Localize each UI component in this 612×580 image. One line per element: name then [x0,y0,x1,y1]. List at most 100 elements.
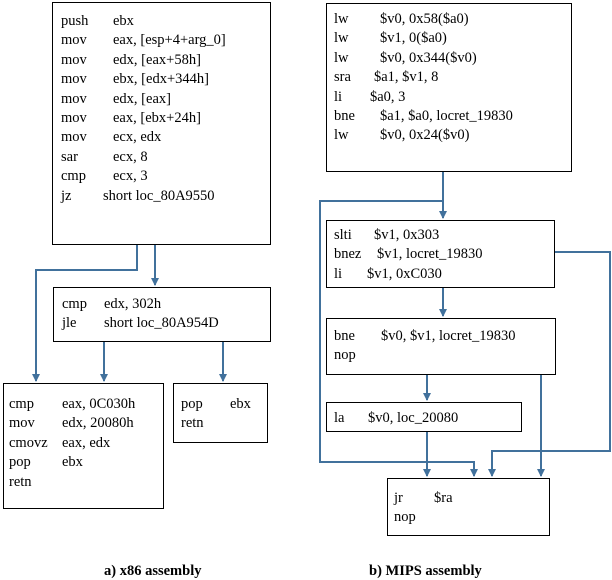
operands: $v0, 0x24($v0) [380,127,470,144]
code-line: mov ebx, [edx+344h] [61,70,270,89]
operands: $v0, 0x344($v0) [380,49,477,66]
mnemonic: nop [394,509,416,526]
mnemonic: retn [181,415,204,432]
mnemonic: pop [9,454,31,471]
code-line: bne$v0, $v1, locret_19830 [334,327,555,346]
code-line: lw $v0, 0x344($v0) [334,49,571,68]
x86-block-4: pop ebx retn [173,383,268,443]
mips-edge-b2-to-b5 [488,251,611,477]
code-line: li $v1, 0xC030 [334,265,554,284]
mnemonic: lw [334,49,349,66]
operands: ebx [62,454,83,471]
mnemonic: mov [61,71,87,88]
mips-block-5: jr$ra nop [387,478,550,536]
code-line: bnez $v1, locret_19830 [334,245,554,264]
operands: edx, 20080h [62,415,134,432]
mnemonic: lw [334,30,349,47]
operands: $a1, $v1, 8 [374,69,439,86]
mips-block-2: slti $v1, 0x303 bnez $v1, locret_19830 li $… [326,220,555,288]
code-line: la $v0, loc_20080 [334,409,521,428]
operands: ecx, 3 [113,168,148,185]
mnemonic: nop [334,347,356,364]
mnemonic: sra [334,69,351,86]
code-line: sra $a1, $v1, 8 [334,68,571,87]
mnemonic: mov [9,415,35,432]
caption-mips: b) MIPS assembly [369,563,482,579]
code-line: retn [181,414,267,433]
operands: $a1, $a0, locret_19830 [380,107,513,124]
operands: edx, [eax] [113,90,171,107]
caption-x86: a) x86 assembly [104,563,202,579]
mnemonic: mov [61,51,87,68]
operands: eax, [esp+4+arg_0] [113,32,226,49]
mnemonic: bne [334,328,355,344]
code-line: bne $a1, $a0, locret_19830 [334,107,571,126]
code-line: cmp ecx, 3 [61,167,270,186]
operands: edx, [eax+58h] [113,51,201,68]
mnemonic: jz [61,187,72,204]
operands: ecx, edx [113,129,162,146]
mnemonic: cmovz [9,434,48,451]
mnemonic: cmp [61,168,86,185]
mips-block-4: la $v0, loc_20080 [326,402,522,432]
code-line: lw $v0, 0x24($v0) [334,126,571,145]
mnemonic: bne [334,107,355,124]
x86-edge-b1-to-b3 [32,245,138,382]
mnemonic: pop [181,396,203,412]
mnemonic: li [334,88,343,105]
code-line: pop ebx [9,453,163,472]
mips-block-3: bne$v0, $v1, locret_19830 nop [326,318,556,375]
mnemonic: slti [334,227,352,243]
code-line: mov edx, [eax] [61,90,270,109]
operands: ebx, [edx+344h] [113,71,209,88]
operands: $v1, 0xC030 [367,265,442,282]
mnemonic: mov [61,90,87,107]
operands: short loc_80A954D [104,315,219,332]
operands: ecx, 8 [113,148,148,165]
mnemonic: push [61,13,89,29]
mnemonic: bnez [334,246,362,263]
mnemonic: li [334,265,343,282]
operands: $v1, locret_19830 [377,246,483,263]
code-line: sar ecx, 8 [61,148,270,167]
operands: $v0, 0x58($a0) [380,11,469,27]
mnemonic: cmp [9,396,34,412]
mips-block-1: lw$v0, 0x58($a0) lw$v1, 0($a0) lw$v0, 0x… [326,3,572,172]
code-line: mov eax, [ebx+24h] [61,109,270,128]
mnemonic: jle [62,315,77,332]
operands: $v1, 0x303 [374,227,440,243]
operands: eax, [ebx+24h] [113,109,201,126]
mnemonic: lw [334,127,349,144]
operands: ebx [113,13,134,29]
code-line: nop [394,508,549,527]
operands: short loc_80A9550 [103,187,215,204]
operands: $ra [434,490,453,506]
code-line: cmovz eax, edx [9,434,163,453]
mnemonic: retn [9,473,32,490]
mnemonic: la [334,410,345,426]
code-line: push ebx [61,12,270,31]
operands: eax, edx [62,434,111,451]
mips-edge-b1-to-b5 [319,200,478,477]
code-line: slti $v1, 0x303 [334,226,554,245]
operands: ebx [230,396,251,412]
code-line: nop [334,346,555,365]
code-line: pop ebx [181,395,267,414]
mnemonic: sar [61,148,78,165]
operands: $v1, 0($a0) [380,30,447,47]
code-line: jle short loc_80A954D [62,314,270,333]
mnemonic: mov [61,109,87,126]
operands: $v0, loc_20080 [368,410,459,426]
code-line: retn [9,473,163,492]
code-line: lw$v0, 0x58($a0) [334,10,571,29]
code-line: mov edx, [eax+58h] [61,51,270,70]
code-line: mov edx, 20080h [9,414,163,433]
code-line: lw $v1, 0($a0) [334,29,571,48]
operands: edx, 302h [104,296,162,312]
